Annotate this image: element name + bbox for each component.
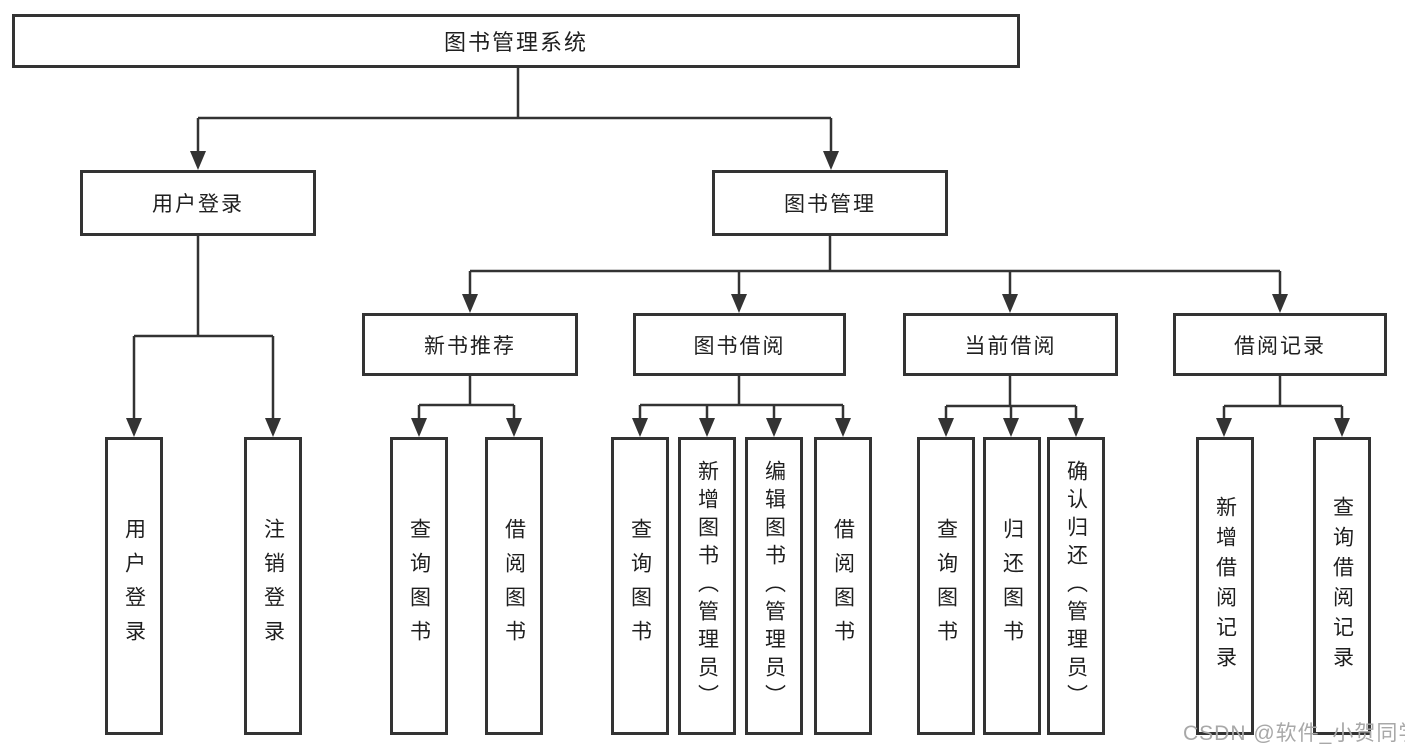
leaf-label: 新增借阅记录 (1213, 496, 1237, 676)
node-label: 借阅记录 (1234, 334, 1326, 358)
leaf-label: 查询图书 (628, 518, 652, 654)
leaf-label: 编辑图书（管理员） (762, 460, 786, 712)
leaf-label: 借阅图书 (831, 518, 855, 654)
node-book-management: 图书管理 (712, 170, 948, 236)
leaf-borrow-books-borrowing: 借阅图书 (814, 437, 872, 735)
leaf-label: 查询借阅记录 (1330, 496, 1354, 676)
node-user-login: 用户登录 (80, 170, 316, 236)
leaf-label: 查询图书 (934, 518, 958, 654)
node-book-borrowing: 图书借阅 (633, 313, 846, 376)
leaf-label: 借阅图书 (502, 518, 526, 654)
leaf-user-login: 用户登录 (105, 437, 163, 735)
watermark-text: CSDN @软件_小贺同学 (1183, 722, 1405, 745)
node-label: 图书管理 (784, 193, 876, 216)
leaf-query-books-current: 查询图书 (917, 437, 975, 735)
leaf-query-books-borrowing: 查询图书 (611, 437, 669, 735)
leaf-label: 注销登录 (261, 518, 285, 654)
leaf-label: 查询图书 (407, 518, 431, 654)
leaf-label: 确认归还（管理员） (1064, 460, 1088, 712)
node-label: 新书推荐 (424, 334, 516, 358)
leaf-confirm-return-admin: 确认归还（管理员） (1047, 437, 1105, 735)
node-label: 用户登录 (152, 193, 244, 216)
leaf-label: 新增图书（管理员） (695, 460, 719, 712)
node-label: 图书借阅 (693, 334, 786, 358)
node-borrowing-records: 借阅记录 (1173, 313, 1387, 376)
node-new-book-recommendation: 新书推荐 (362, 313, 578, 376)
leaf-query-books-recommend: 查询图书 (390, 437, 448, 735)
leaf-edit-books-admin: 编辑图书（管理员） (745, 437, 803, 735)
leaf-label: 用户登录 (122, 518, 146, 654)
node-label: 图书管理系统 (443, 30, 588, 55)
leaf-return-books: 归还图书 (983, 437, 1041, 735)
arrowheads (126, 151, 1350, 437)
node-current-borrowing: 当前借阅 (903, 313, 1118, 376)
node-label: 当前借阅 (964, 334, 1057, 358)
node-library-management-system: 图书管理系统 (12, 14, 1020, 68)
leaf-add-books-admin: 新增图书（管理员） (678, 437, 736, 735)
leaf-borrow-books-recommend: 借阅图书 (485, 437, 543, 735)
leaf-logout: 注销登录 (244, 437, 302, 735)
leaf-add-borrow-record: 新增借阅记录 (1196, 437, 1254, 735)
leaf-query-borrow-record: 查询借阅记录 (1313, 437, 1371, 735)
leaf-label: 归还图书 (1000, 518, 1024, 654)
